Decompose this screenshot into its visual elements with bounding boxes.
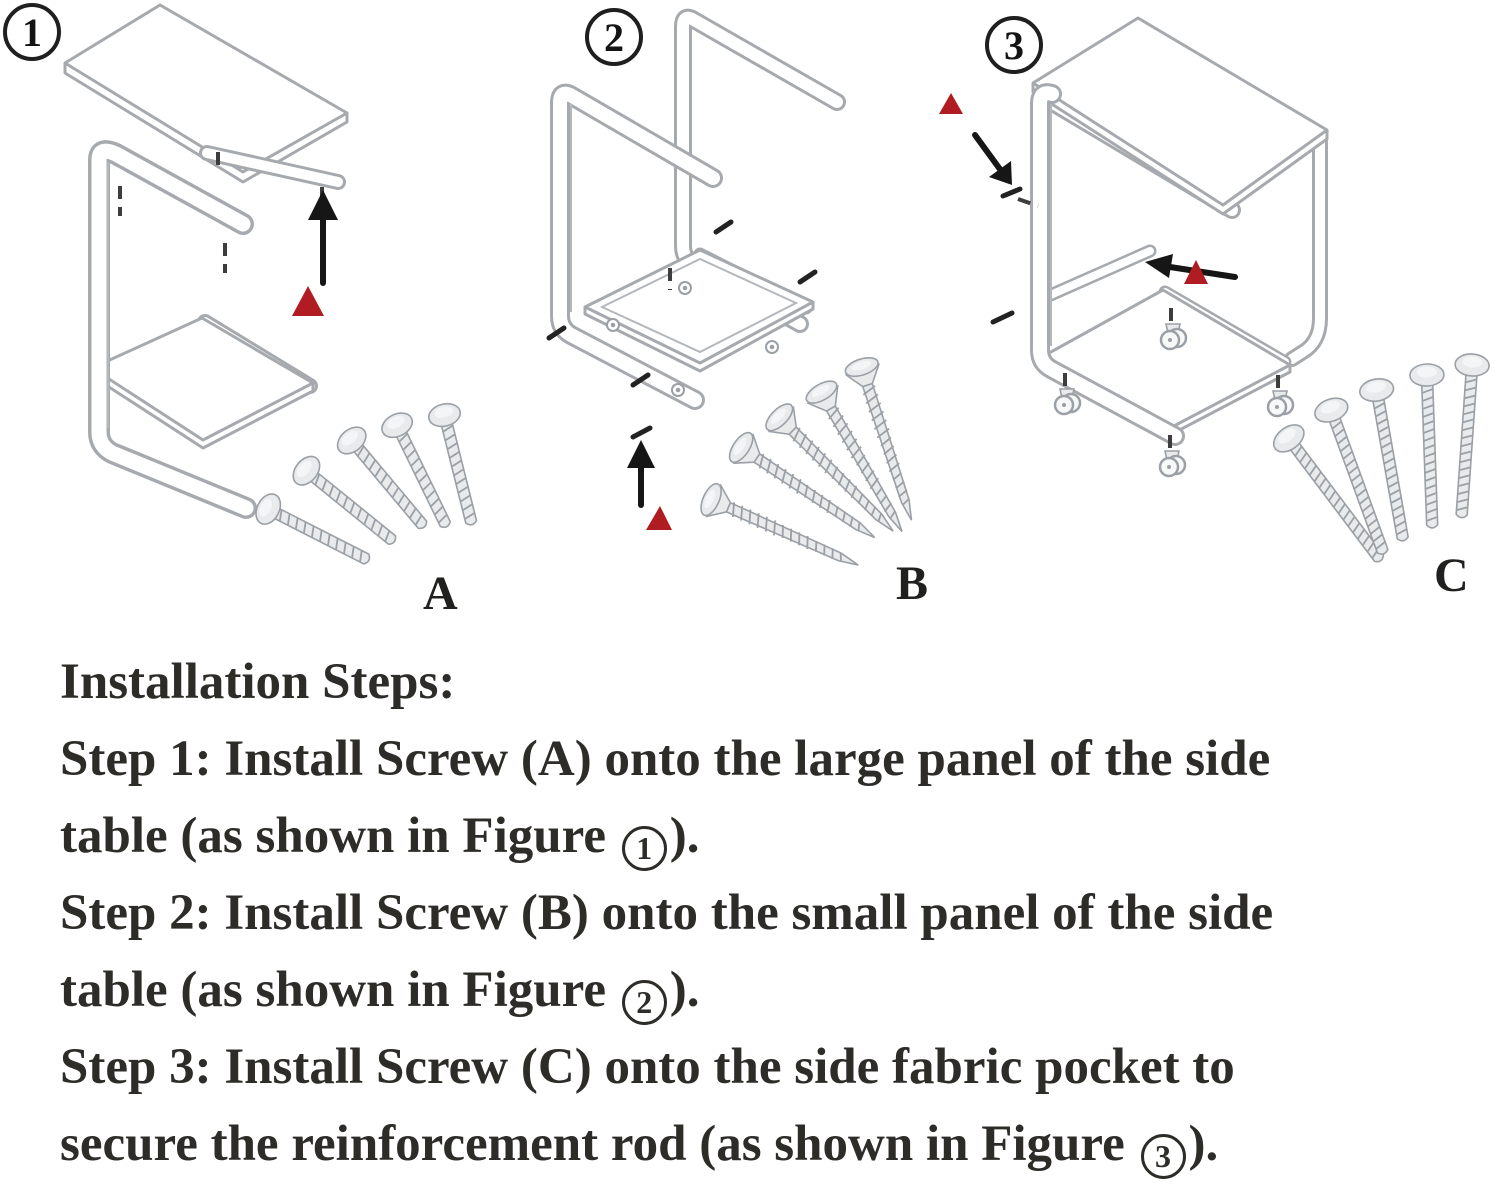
- circled-figure-ref: 1: [621, 825, 667, 871]
- instructions-title: Installation Steps:: [60, 654, 456, 710]
- instruction-text: ).: [669, 808, 700, 864]
- figure-3-number-badge: 3: [985, 16, 1043, 74]
- figure-3-number: 3: [1004, 22, 1024, 68]
- instruction-text: table (as shown in Figure: [60, 962, 619, 1018]
- instruction-text: Step 2: Install Screw (B) onto the small…: [60, 885, 1274, 941]
- instruction-text: Step 3: Install Screw (C) onto the side …: [60, 1039, 1235, 1095]
- screw-label-c: C: [1434, 549, 1469, 602]
- instruction-text: Step 1: Install Screw (A) onto the large…: [60, 731, 1271, 787]
- instruction-line: table (as shown in Figure 1).: [60, 798, 1490, 875]
- instruction-line: Step 1: Install Screw (A) onto the large…: [60, 721, 1490, 798]
- instruction-line: secure the reinforcement rod (as shown i…: [60, 1106, 1490, 1183]
- caster-wheels: [1053, 308, 1295, 478]
- circled-figure-ref: 3: [1140, 1133, 1186, 1179]
- figure-1-drawing: [63, 3, 489, 576]
- figure-2-drawing: [546, 8, 929, 582]
- figure-2-number: 2: [604, 14, 624, 60]
- instruction-text: table (as shown in Figure: [60, 808, 619, 864]
- instruction-text: secure the reinforcement rod (as shown i…: [60, 1116, 1138, 1172]
- screw-set-c: [1267, 351, 1491, 572]
- instruction-line: table (as shown in Figure 2).: [60, 952, 1490, 1029]
- screw-set-b: [695, 353, 929, 582]
- instruction-step-lines: Step 1: Install Screw (A) onto the large…: [60, 721, 1490, 1183]
- screw-label-a: A: [423, 567, 458, 620]
- instruction-text: ).: [669, 962, 700, 1018]
- figure-2-number-badge: 2: [585, 8, 643, 66]
- figure-3-drawing: [939, 16, 1491, 572]
- instruction-text: ).: [1188, 1116, 1219, 1172]
- installation-steps: Installation Steps: Step 1: Install Scre…: [60, 644, 1490, 1183]
- figure-1-number: 1: [22, 9, 42, 55]
- screw-set-a: [250, 399, 489, 576]
- figure-1-number-badge: 1: [3, 3, 61, 61]
- instruction-line: Step 3: Install Screw (C) onto the side …: [60, 1029, 1490, 1106]
- circled-figure-ref: 2: [621, 979, 667, 1025]
- instruction-line: Step 2: Install Screw (B) onto the small…: [60, 875, 1490, 952]
- screw-label-b: B: [896, 557, 929, 610]
